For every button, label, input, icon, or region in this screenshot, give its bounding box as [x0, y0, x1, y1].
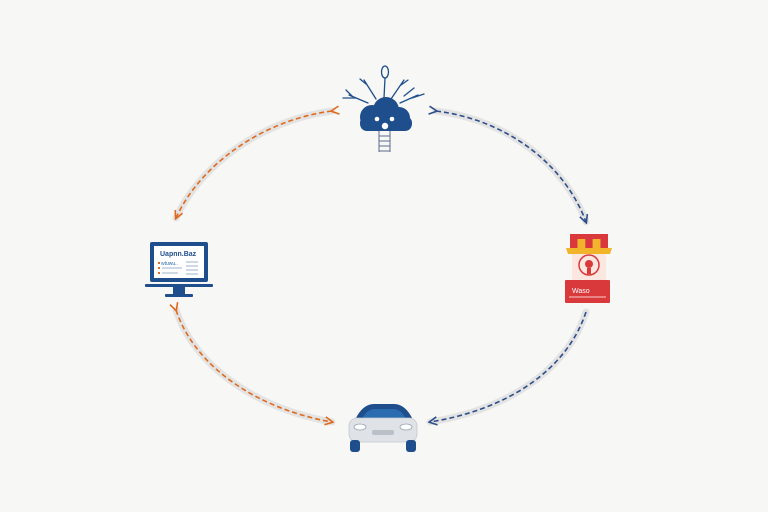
laptop-screen-title: Uapnn.Baz — [160, 251, 197, 258]
edge-store-cloud — [436, 111, 590, 226]
edge-store-car — [426, 308, 590, 422]
cloud-network-icon — [342, 65, 425, 152]
store-sign-text: Waso — [572, 288, 590, 295]
car-icon — [348, 404, 418, 452]
laptop-dashboard-icon: Uapnn.Baz wtuwu.. — [145, 242, 213, 297]
laptop-screen-subtitle: wtuwu.. — [161, 261, 178, 267]
edge-cloud-computer — [172, 111, 332, 222]
edge-car-computer — [176, 310, 336, 422]
storefront-icon: Waso — [565, 234, 612, 303]
